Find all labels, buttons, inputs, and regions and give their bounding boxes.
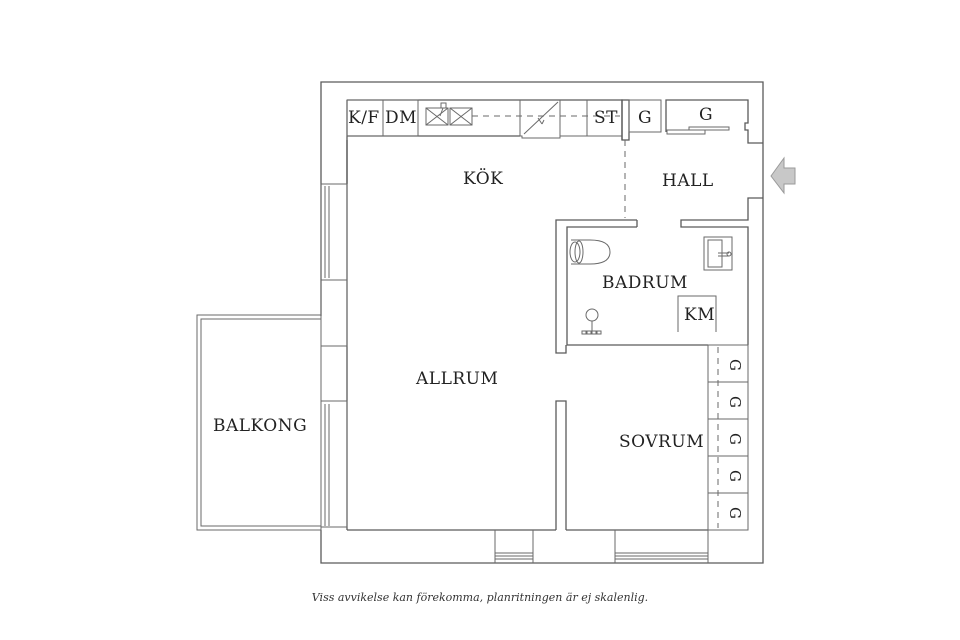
room-label-kok: KÖK: [463, 168, 503, 189]
km-label: KM: [684, 305, 715, 325]
hall-wardrobe-2-label: G: [699, 105, 713, 125]
bedroom-wardrobe-5-label: G: [726, 507, 744, 519]
window-living-room-bottom: [494, 530, 534, 563]
entrance-arrow-icon: [770, 156, 796, 195]
dm-label: DM: [385, 108, 417, 128]
room-label-badrum: BADRUM: [602, 273, 688, 293]
bedroom-wardrobe-2-label: G: [726, 396, 744, 408]
hall-wardrobes: [628, 99, 763, 144]
bedroom-wardrobe-3-label: G: [726, 433, 744, 445]
hall-wardrobe-1-label: G: [638, 108, 652, 128]
window-bedroom-bottom: [614, 530, 709, 563]
bedroom-wardrobe-4-label: G: [726, 470, 744, 482]
disclaimer-note: Viss avvikelse kan förekomma, planritnin…: [311, 591, 649, 604]
kf-label: K/F: [348, 108, 380, 128]
room-label-sovrum: SOVRUM: [619, 432, 704, 452]
room-label-balkong: BALKONG: [213, 416, 307, 436]
bedroom-wardrobes: [707, 344, 749, 531]
partition-wall: [555, 400, 567, 530]
room-label-hall: HALL: [662, 171, 714, 191]
balcony: [196, 314, 322, 531]
window-living-room: [320, 400, 348, 528]
st-label: ST: [594, 108, 618, 128]
room-label-allrum: ALLRUM: [415, 369, 498, 389]
window-kitchen: [320, 183, 348, 281]
bathroom-walls: [555, 219, 733, 354]
bedroom-wardrobe-1-label: G: [726, 359, 744, 371]
